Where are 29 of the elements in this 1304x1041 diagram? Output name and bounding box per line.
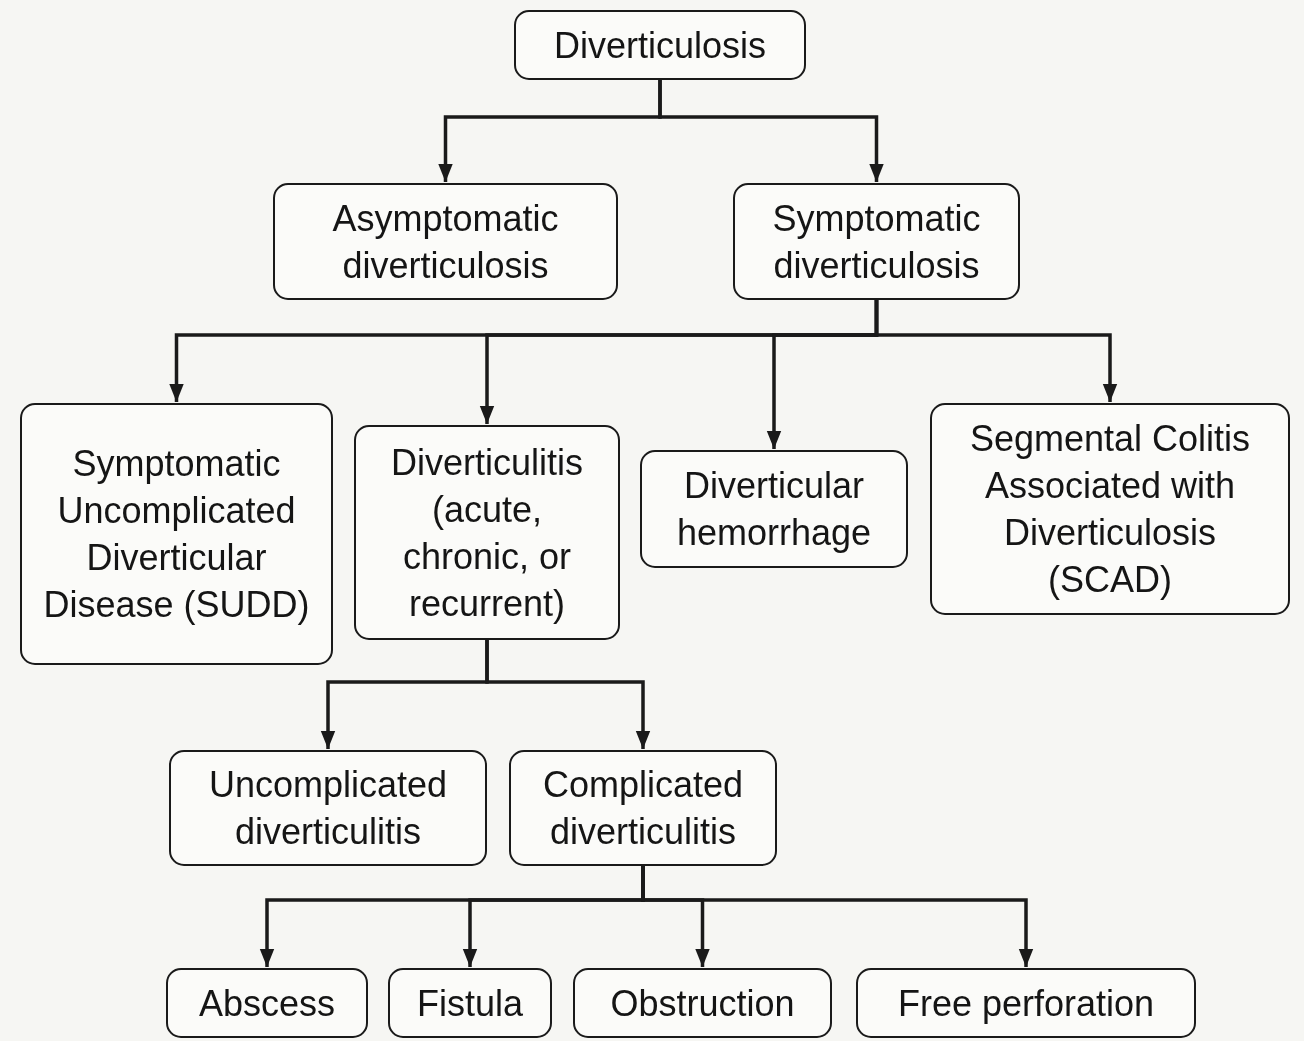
process-box xyxy=(273,183,618,300)
box-label: Fistula xyxy=(417,981,523,1026)
process-box xyxy=(514,10,806,80)
process-box xyxy=(856,968,1196,1038)
box-label: Uncomplicated diverticulitis xyxy=(207,763,449,854)
box-label: Diverticular hemorrhage xyxy=(675,464,873,555)
box-label: Complicated diverticulitis xyxy=(541,763,745,854)
process-box xyxy=(733,183,1020,300)
box-label: Diverticulosis xyxy=(553,23,766,68)
arrow xyxy=(485,640,651,749)
process-box xyxy=(640,450,908,568)
process-box xyxy=(354,425,620,640)
process-box xyxy=(573,968,832,1038)
process-box xyxy=(509,750,777,866)
box-label: Asymptomatic diverticulosis xyxy=(331,196,560,288)
box-label: Symptomatic diverticulosis xyxy=(771,196,982,288)
box-label: Free perforation xyxy=(897,981,1155,1026)
box-label: Diverticulitis (acute, chronic, or recurrent) xyxy=(390,440,584,626)
process-box xyxy=(169,750,487,866)
arrow xyxy=(874,300,1118,402)
process-box xyxy=(388,968,552,1038)
box-label: Abscess xyxy=(198,981,336,1026)
box-label: Obstruction xyxy=(610,981,795,1026)
arrow xyxy=(658,80,884,182)
box-label: Segmental Colitis Associated with Diverticulosis (SCAD) xyxy=(968,417,1252,602)
box-label: Symptomatic Uncomplicated Diverticular Disease (SUDD) xyxy=(42,442,311,627)
process-box xyxy=(930,403,1290,615)
process-box xyxy=(20,403,333,665)
process-box xyxy=(166,968,368,1038)
